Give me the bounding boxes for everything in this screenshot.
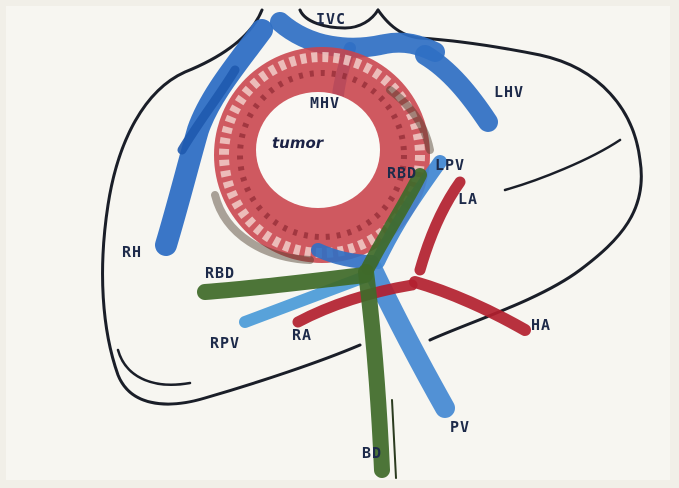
label-pv: PV — [450, 418, 470, 436]
label-bd: BD — [362, 444, 382, 462]
label-mhv: MHV — [310, 94, 340, 112]
left-hepatic-artery — [420, 182, 460, 270]
label-ha: HA — [531, 316, 551, 334]
bile-duct-thin-line — [392, 400, 396, 478]
label-lpv: LPV — [435, 156, 465, 174]
label-la: LA — [458, 190, 478, 208]
label-rbd: RBD — [205, 264, 235, 282]
label-rbd-top: RBD — [387, 164, 417, 182]
label-tumor: tumor — [272, 134, 325, 152]
left-hepatic-vein — [425, 55, 488, 122]
label-rh: RH — [122, 243, 142, 261]
label-lhv: LHV — [494, 83, 524, 101]
label-rpv: RPV — [210, 334, 240, 352]
label-ivc: IVC — [316, 10, 346, 28]
label-ra: RA — [292, 326, 312, 344]
